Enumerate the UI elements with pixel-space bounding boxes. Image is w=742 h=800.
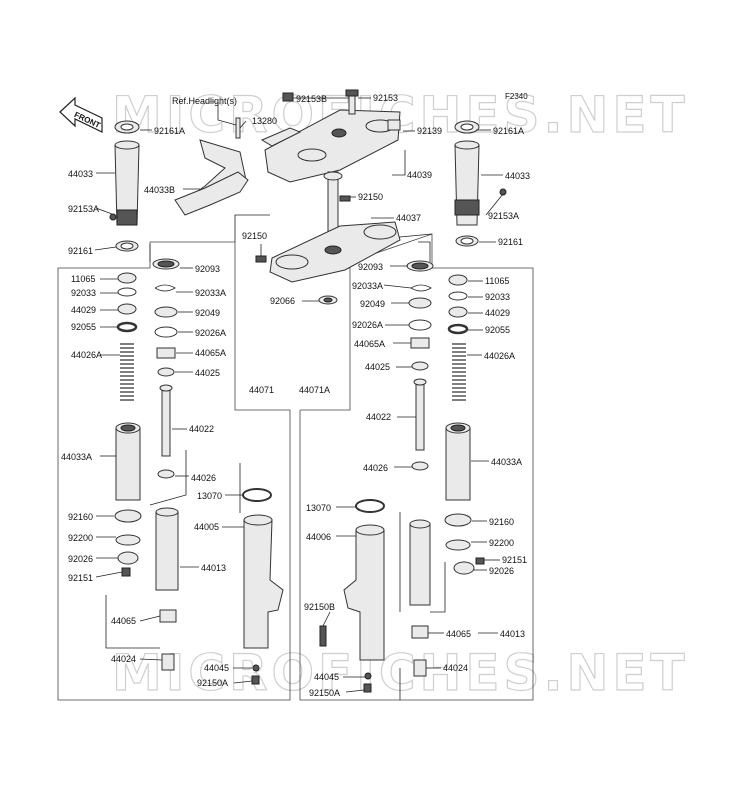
label-right-44029: 44029 — [485, 308, 510, 318]
label-92150-left: 92150 — [242, 231, 267, 241]
label-left-44022: 44022 — [189, 424, 214, 434]
label-left-44005: 44005 — [194, 522, 219, 532]
label-left-13070: 13070 — [197, 491, 222, 501]
label-right-44045: 44045 — [314, 672, 339, 682]
label-left-44045: 44045 — [204, 663, 229, 673]
label-right-11065: 11065 — [485, 276, 509, 286]
label-left-44065: 44065 — [111, 616, 136, 626]
label-right-92033: 92033 — [485, 292, 510, 302]
bolt-92150-top — [339, 195, 351, 202]
label-right-92093: 92093 — [358, 262, 383, 272]
label-left-44024: 44024 — [111, 654, 136, 664]
label-left-44013: 44013 — [201, 563, 226, 573]
seal-92066 — [318, 295, 338, 305]
label-right-44013: 44013 — [500, 629, 525, 639]
label-44071A: 44071A — [299, 385, 330, 395]
label-right-92161: 92161 — [498, 237, 523, 247]
label-left-92033A: 92033A — [195, 288, 226, 298]
label-13280: 13280 — [252, 116, 277, 126]
label-44039: 44039 — [407, 170, 432, 180]
label-leaders — [94, 97, 504, 693]
label-92153B: 92153B — [296, 94, 327, 104]
label-left-92093: 92093 — [195, 264, 220, 274]
label-left-92161A: 92161A — [154, 126, 185, 136]
label-left-92055: 92055 — [71, 322, 96, 332]
label-right-44065: 44065 — [446, 629, 471, 639]
lower-triple-clamp — [269, 171, 401, 283]
label-right-44033: 44033 — [505, 171, 530, 181]
label-left-92026A: 92026A — [195, 328, 226, 338]
label-right-92150A: 92150A — [309, 688, 340, 698]
bolt-92153 — [345, 89, 359, 115]
label-right-92049: 92049 — [360, 299, 385, 309]
diagram-code: F2340 — [505, 92, 528, 101]
label-right-92200: 92200 — [489, 538, 514, 548]
label-right-92055: 92055 — [485, 325, 510, 335]
label-right-44033A: 44033A — [491, 457, 522, 467]
label-right-92150B: 92150B — [304, 602, 335, 612]
label-right-13070: 13070 — [306, 503, 331, 513]
headlight-bracket — [174, 139, 249, 216]
label-right-92026A: 92026A — [352, 320, 383, 330]
label-right-44065A: 44065A — [354, 339, 385, 349]
label-left-44025: 44025 — [195, 368, 220, 378]
label-left-92160: 92160 — [68, 512, 93, 522]
label-left-92200: 92200 — [68, 533, 93, 543]
watermark-bottom: MICROFICHES.NET — [112, 644, 689, 702]
label-left-44026: 44026 — [191, 473, 216, 483]
label-right-92026: 92026 — [489, 566, 514, 576]
label-right-92160: 92160 — [489, 517, 514, 527]
right-fork-parts — [319, 120, 507, 700]
left-fork-group-box — [57, 241, 291, 701]
label-right-92033A: 92033A — [352, 281, 383, 291]
label-44033B: 44033B — [144, 185, 175, 195]
label-left-11065: 11065 — [71, 274, 95, 284]
bolt-13280 — [235, 117, 241, 139]
label-left-92161: 92161 — [68, 246, 93, 256]
label-ref-headlight: Ref.Headlight(s) — [172, 96, 237, 106]
label-left-44033: 44033 — [68, 169, 93, 179]
label-92066: 92066 — [270, 296, 295, 306]
label-right-44026: 44026 — [363, 463, 388, 473]
upper-triple-clamp — [260, 109, 401, 183]
label-right-44022: 44022 — [366, 412, 391, 422]
label-92139: 92139 — [417, 126, 442, 136]
left-fork-parts — [105, 120, 284, 685]
label-44037: 44037 — [396, 213, 421, 223]
label-left-92049: 92049 — [195, 308, 220, 318]
label-left-44033A: 44033A — [61, 452, 92, 462]
label-left-44026A: 44026A — [71, 350, 102, 360]
bolt-92153B — [282, 92, 294, 102]
label-left-92026: 92026 — [68, 554, 93, 564]
bolt-92150-left — [255, 255, 267, 263]
label-right-92161A: 92161A — [493, 126, 524, 136]
watermark-top: MICROFICHES.NET — [112, 86, 689, 144]
front-arrow-icon: FRONT — [59, 96, 103, 133]
label-right-44025: 44025 — [365, 362, 390, 372]
label-left-92033: 92033 — [71, 288, 96, 298]
label-right-92153A: 92153A — [488, 211, 519, 221]
label-right-44024: 44024 — [443, 663, 468, 673]
label-left-92151: 92151 — [68, 573, 93, 583]
label-left-92150A: 92150A — [197, 678, 228, 688]
label-right-44026A: 44026A — [484, 351, 515, 361]
label-92150-top: 92150 — [358, 192, 383, 202]
collar-92139 — [387, 119, 401, 131]
label-92153: 92153 — [373, 93, 398, 103]
label-left-44029: 44029 — [71, 305, 96, 315]
label-right-44006: 44006 — [306, 532, 331, 542]
label-left-44065A: 44065A — [195, 348, 226, 358]
label-44071: 44071 — [249, 385, 274, 395]
label-left-92153A: 92153A — [68, 204, 99, 214]
label-right-92151: 92151 — [502, 555, 527, 565]
